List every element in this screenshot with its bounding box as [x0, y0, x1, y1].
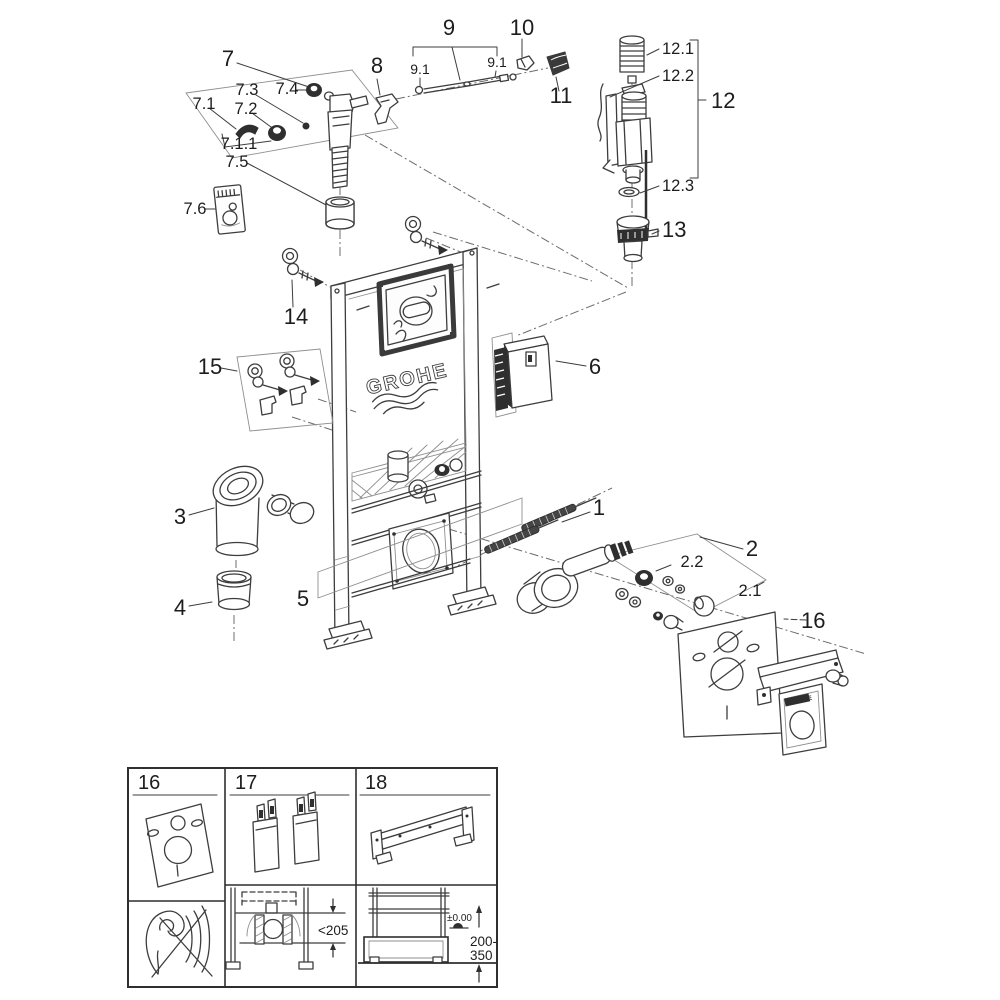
cell-18-support-rail [370, 806, 475, 865]
callout-1: 1 [593, 495, 605, 520]
callout-16: 16 [801, 608, 825, 633]
control-box: 6 [491, 332, 601, 418]
washer [615, 587, 629, 601]
washer [628, 596, 642, 608]
flush-pipe [561, 540, 634, 577]
table-header-18: 18 [365, 772, 387, 794]
callout-4: 4 [174, 595, 186, 620]
eyebolt [247, 363, 288, 396]
callout-7-2: 7.2 [235, 100, 258, 118]
range-350-label: 350 [470, 948, 493, 963]
mounting-clip [374, 93, 399, 125]
cell-17-fixing-clips [252, 791, 320, 873]
callout-7-4: 7.4 [276, 80, 299, 98]
fill-valve-assembly-group: 12.1 12.2 12 12.3 13 [597, 35, 735, 263]
callout-13: 13 [662, 217, 686, 242]
callout-5: 5 [297, 586, 309, 611]
cover-cup: 4 [174, 570, 252, 620]
eyebolt [279, 353, 320, 386]
installation-frame: GROHE [323, 247, 500, 650]
callout-8: 8 [371, 53, 383, 78]
flush-socket [516, 567, 579, 614]
construction-lines [233, 67, 867, 655]
dimension-205: <205 [318, 923, 348, 938]
callout-7-1: 7.1 [193, 95, 216, 113]
callout-7-6: 7.6 [184, 200, 207, 218]
callout-10: 10 [510, 15, 534, 40]
valve-cap-cylinder [619, 35, 645, 84]
fill-valve-unit [602, 83, 653, 184]
threaded-rods: 1 [484, 495, 605, 554]
callout-15: 15 [198, 354, 222, 379]
callout-3: 3 [174, 504, 186, 529]
angle-bracket [259, 395, 277, 416]
table-header-17: 17 [235, 772, 257, 794]
callout-7-3: 7.3 [236, 81, 259, 99]
lower-frame-callout: 5 [297, 497, 523, 611]
wall-anchor-set: 15 [198, 348, 334, 432]
flush-pipe-set: 2 2.2 2.1 [516, 533, 767, 631]
accessories-table: 16 17 18 [127, 767, 498, 988]
washer [674, 584, 686, 594]
eyebolt [281, 247, 324, 287]
float-lever [235, 124, 259, 139]
no-noise-icon [145, 905, 213, 978]
rod-coupler [516, 55, 535, 71]
cone-connector [546, 51, 570, 76]
callout-2-2: 2.2 [681, 553, 704, 571]
fill-valve-parts-group: 7 7.3 7.4 7.1 7.2 7.1.1 7.5 7.6 [184, 46, 399, 235]
cell-18-height-diagram: ±0.00 200- 350 [358, 887, 497, 983]
callout-12-1: 12.1 [662, 40, 694, 58]
actuator-rod-group: 8 9 9.1 9.1 10 11 [371, 15, 573, 125]
callout-11: 11 [550, 83, 573, 108]
callout-9: 9 [443, 15, 455, 40]
callout-9-1a: 9.1 [410, 61, 430, 77]
table-header-16: 16 [138, 772, 160, 794]
grohe-logo-text: GROHE [364, 359, 450, 399]
fill-valve-body [327, 93, 369, 189]
seal-bead [302, 122, 310, 130]
washer [662, 575, 674, 587]
inlet-fittings [387, 450, 463, 504]
adjuster-knob [268, 125, 286, 141]
callout-7: 7 [222, 46, 234, 71]
callout-9-1b: 9.1 [487, 54, 507, 70]
grohe-logo: GROHE [364, 359, 451, 415]
cell-16-gasket-plate [145, 803, 214, 888]
inspection-window [376, 263, 457, 357]
level-zero-label: ±0.00 [447, 913, 472, 924]
shaft-cup [325, 196, 355, 230]
seal-washer [618, 186, 640, 198]
float-unit [616, 215, 659, 263]
outlet-flange [388, 512, 454, 590]
range-200-label: 200- [470, 934, 497, 949]
angle-bracket [289, 385, 307, 406]
wc-mounting-bracket: GROHE [756, 649, 849, 756]
callout-12-3: 12.3 [662, 177, 694, 195]
callout-6: 6 [589, 354, 601, 379]
cell-17-depth-diagram: <205 [225, 887, 348, 970]
callout-7-5: 7.5 [226, 153, 249, 171]
end-cap [663, 614, 684, 631]
callout-12-2: 12.2 [662, 67, 694, 85]
eyebolt [404, 215, 448, 255]
outlet-bend: 3 [174, 465, 315, 557]
hanger-bolts-top: 14 [281, 215, 448, 329]
spare-part-package [213, 184, 246, 235]
callout-7-1-1: 7.1.1 [221, 135, 258, 153]
push-rod [414, 73, 517, 95]
callout-12: 12 [711, 88, 735, 113]
frame-feet [323, 586, 497, 650]
sound-insulation-plate: 16 [677, 608, 825, 738]
gasket-ring [635, 570, 653, 586]
sleeve-ring [266, 493, 315, 525]
retaining-wire [597, 83, 604, 142]
callout-2: 2 [746, 536, 758, 561]
callout-14: 14 [284, 304, 308, 329]
callout-2-1: 2.1 [739, 582, 762, 600]
ball-cap [693, 595, 715, 617]
